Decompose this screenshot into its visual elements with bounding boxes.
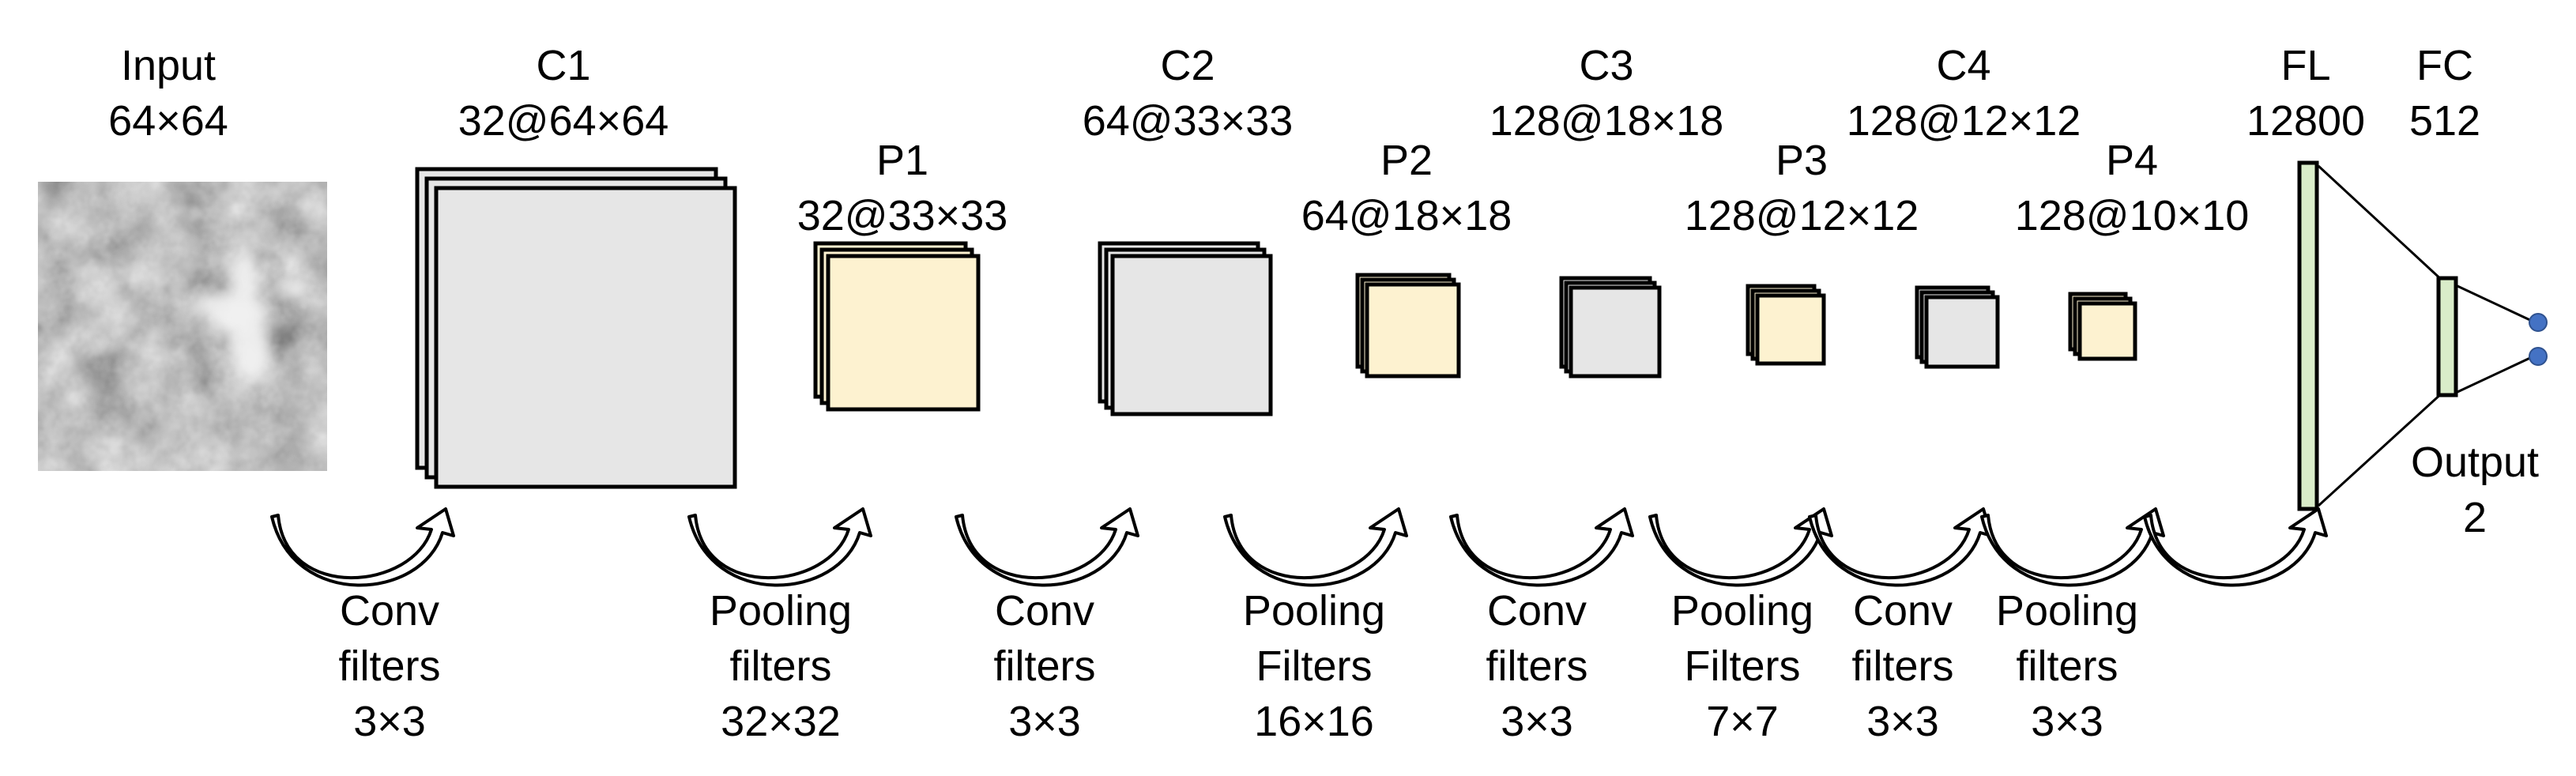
output-title: Output [2410, 439, 2540, 486]
curved-arrow-icon [955, 507, 1139, 587]
c3-stack [1559, 276, 1662, 379]
dense-layers [2297, 160, 2548, 511]
operation-type: Pooling [1242, 587, 1386, 635]
layer-size: 32@33×33 [797, 192, 1008, 239]
output-node-2 [2529, 347, 2548, 366]
operation-label-6: Pooling Filters 7×7 [1671, 583, 1813, 749]
operation-size: 3×3 [1008, 698, 1081, 745]
fl-layer [2297, 160, 2319, 511]
layer-size: 128@18×18 [1489, 97, 1724, 145]
operation-filters: filters [1486, 642, 1588, 690]
input-image [38, 182, 327, 471]
operation-type: Pooling [1995, 587, 2139, 635]
layer-label-c4: C4 128@12×12 [1847, 38, 2081, 149]
curved-arrow-icon [1223, 507, 1408, 587]
output-size: 2 [2462, 494, 2487, 541]
output-label: Output 2 [2411, 435, 2539, 545]
layer-label-p2: P2 64@18×18 [1301, 133, 1512, 243]
operation-size: 7×7 [1706, 698, 1779, 745]
curved-arrow-icon [1648, 507, 1833, 587]
operation-type: Pooling [709, 587, 853, 635]
curved-arrow-icon [2143, 507, 2328, 587]
operation-label-7: Conv filters 3×3 [1851, 583, 1953, 749]
operation-filters: filters [729, 642, 832, 690]
layer-name: P1 [876, 137, 929, 184]
curved-arrow-icon [1449, 507, 1634, 587]
layer-size: 64@33×33 [1082, 97, 1294, 145]
operation-size: 3×3 [2031, 698, 2103, 745]
layer-size: 128@12×12 [1684, 192, 1919, 239]
c2-stack [1098, 241, 1273, 416]
feature-maps [415, 167, 2137, 489]
p2-stack [1355, 273, 1461, 379]
layer-label-p3: P3 128@12×12 [1685, 133, 1919, 243]
operation-arrows [270, 507, 2328, 587]
c1-stack [415, 167, 737, 489]
layer-size: 64@18×18 [1301, 192, 1512, 239]
layer-label-c2: C2 64@33×33 [1083, 38, 1294, 149]
fl-label: FL 12800 [2246, 38, 2365, 149]
layer-name: P4 [2105, 137, 2159, 184]
layer-name: C2 [1160, 42, 1215, 89]
input-size: 64×64 [108, 97, 228, 145]
fl-name: FL [2280, 42, 2331, 89]
output-node-1 [2529, 313, 2548, 332]
operation-label-8: Pooling filters 3×3 [1996, 583, 2138, 749]
layer-name: C4 [1936, 42, 1991, 89]
fc-size: 512 [2408, 97, 2481, 145]
layer-label-c1: C1 32@64×64 [458, 38, 669, 149]
operation-filters: filters [1851, 642, 1954, 690]
operation-size: 3×3 [1866, 698, 1939, 745]
operation-type: Pooling [1670, 587, 1814, 635]
fl-fc-connection-bottom [2317, 390, 2445, 507]
layer-name: C1 [536, 42, 591, 89]
operation-filters: Filters [1684, 642, 1801, 690]
layer-name: C3 [1579, 42, 1634, 89]
fl-size: 12800 [2246, 97, 2366, 145]
operation-type: Conv [994, 587, 1095, 635]
operation-label-2: Pooling filters 32×32 [710, 583, 852, 749]
operation-filters: Filters [1256, 642, 1373, 690]
operation-size: 32×32 [721, 698, 841, 745]
p4-stack [2068, 292, 2137, 361]
fc-label: FC 512 [2409, 38, 2480, 149]
fc-name: FC [2416, 42, 2473, 89]
layer-size: 128@10×10 [2014, 192, 2250, 239]
operation-size: 16×16 [1254, 698, 1374, 745]
layer-label-p4: P4 128@10×10 [2015, 133, 2250, 243]
fl-fc-connection-top [2317, 164, 2445, 283]
operation-filters: filters [993, 642, 1096, 690]
layer-label-p1: P1 32@33×33 [797, 133, 1008, 243]
p1-stack [813, 241, 981, 412]
layer-size: 128@12×12 [1846, 97, 2081, 145]
operation-label-4: Pooling Filters 16×16 [1243, 583, 1385, 749]
fc-output-connection-top [2457, 284, 2533, 322]
fc-output-connection-bottom [2457, 356, 2533, 394]
layer-name: P3 [1775, 137, 1828, 184]
layer-size: 32@64×64 [458, 97, 669, 145]
operation-label-5: Conv filters 3×3 [1486, 583, 1587, 749]
curved-arrow-icon [687, 507, 872, 587]
curved-arrow-icon [1808, 507, 1993, 587]
input-title: Input [120, 42, 217, 89]
operation-size: 3×3 [353, 698, 426, 745]
operation-type: Conv [1852, 587, 1953, 635]
operation-size: 3×3 [1501, 698, 1573, 745]
operation-type: Conv [1486, 587, 1587, 635]
operation-label-1: Conv filters 3×3 [338, 583, 440, 749]
operation-type: Conv [339, 587, 440, 635]
layer-label-c3: C3 128@18×18 [1489, 38, 1724, 149]
operation-label-3: Conv filters 3×3 [993, 583, 1095, 749]
fc-layer [2436, 276, 2458, 397]
operation-filters: filters [338, 642, 441, 690]
p3-stack [1746, 284, 1826, 366]
curved-arrow-icon [270, 507, 455, 587]
curved-arrow-icon [1980, 507, 2165, 587]
operation-filters: filters [2016, 642, 2118, 690]
input-label: Input 64×64 [108, 38, 228, 149]
c4-stack [1915, 285, 2000, 369]
layer-name: P2 [1380, 137, 1433, 184]
